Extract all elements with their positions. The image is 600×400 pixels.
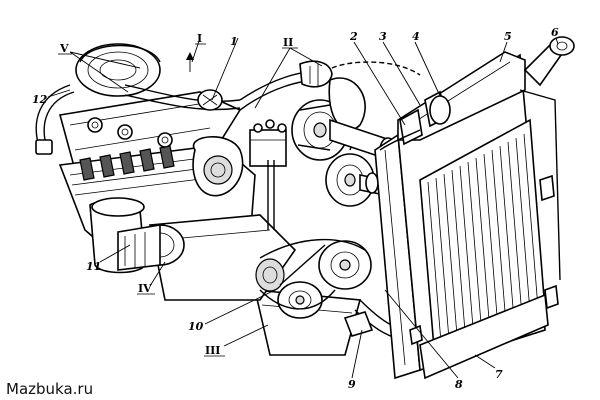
radiator	[374, 36, 575, 380]
label-12: 12	[32, 93, 48, 106]
up-arrow-icon	[186, 52, 194, 72]
label-roman-2: II	[283, 36, 293, 49]
upper-hoses	[124, 60, 421, 111]
label-3: 3	[379, 30, 387, 43]
cylinder-ribs	[79, 145, 175, 181]
watermark: Mazbuka.ru	[6, 380, 93, 398]
leader-lines	[47, 37, 559, 379]
label-11: 11	[86, 260, 101, 273]
label-10: 10	[188, 320, 204, 333]
distributor	[249, 119, 287, 230]
label-roman-3: III	[205, 344, 220, 357]
label-6: 6	[551, 26, 559, 39]
label-roman-4: IV	[138, 282, 152, 295]
label-8: 8	[455, 378, 463, 391]
label-7: 7	[495, 368, 503, 381]
generator	[117, 224, 185, 271]
label-4: 4	[412, 30, 420, 43]
label-1: 1	[230, 35, 238, 48]
callout-labels: 1 2 3 4 5 6 7 8 9 10 11 12 I II III IV V	[32, 26, 559, 391]
crank-pulley	[255, 238, 372, 319]
label-9: 9	[348, 378, 356, 391]
radiator-core	[427, 133, 539, 356]
engine-block	[35, 43, 362, 356]
label-roman-5: V	[59, 42, 69, 55]
label-5: 5	[504, 30, 512, 43]
label-2: 2	[349, 30, 358, 43]
label-roman-1: I	[197, 32, 202, 45]
